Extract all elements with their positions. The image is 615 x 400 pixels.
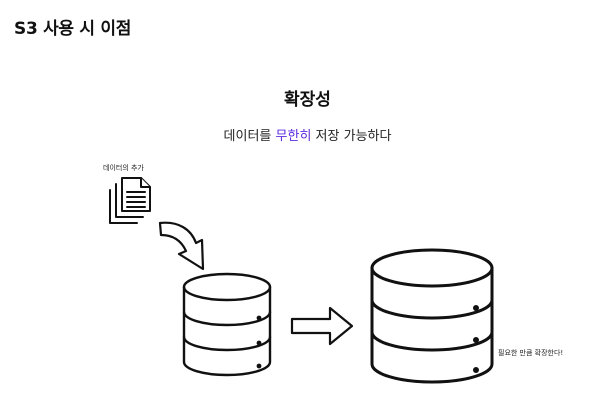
- subtitle-text-after: 저장 가능하다: [311, 129, 392, 144]
- section-heading: 확장성: [284, 90, 331, 110]
- right-arrow-icon: [290, 306, 354, 346]
- scale-label: 필요한 만큼 확장한다!: [498, 349, 564, 357]
- database-icon-large: [370, 248, 494, 384]
- subtitle-highlight: 무한히: [275, 129, 312, 144]
- add-data-label: 데이터의 추가: [103, 164, 144, 172]
- curved-arrow-icon: [158, 221, 205, 271]
- database-icon: [182, 272, 272, 377]
- subtitle-text-before: 데이터를: [223, 129, 276, 144]
- section-subtitle: 데이터를 무한히 저장 가능하다: [0, 125, 615, 144]
- page-title: S3 사용 시 이점: [14, 19, 132, 39]
- documents-icon: [109, 177, 151, 224]
